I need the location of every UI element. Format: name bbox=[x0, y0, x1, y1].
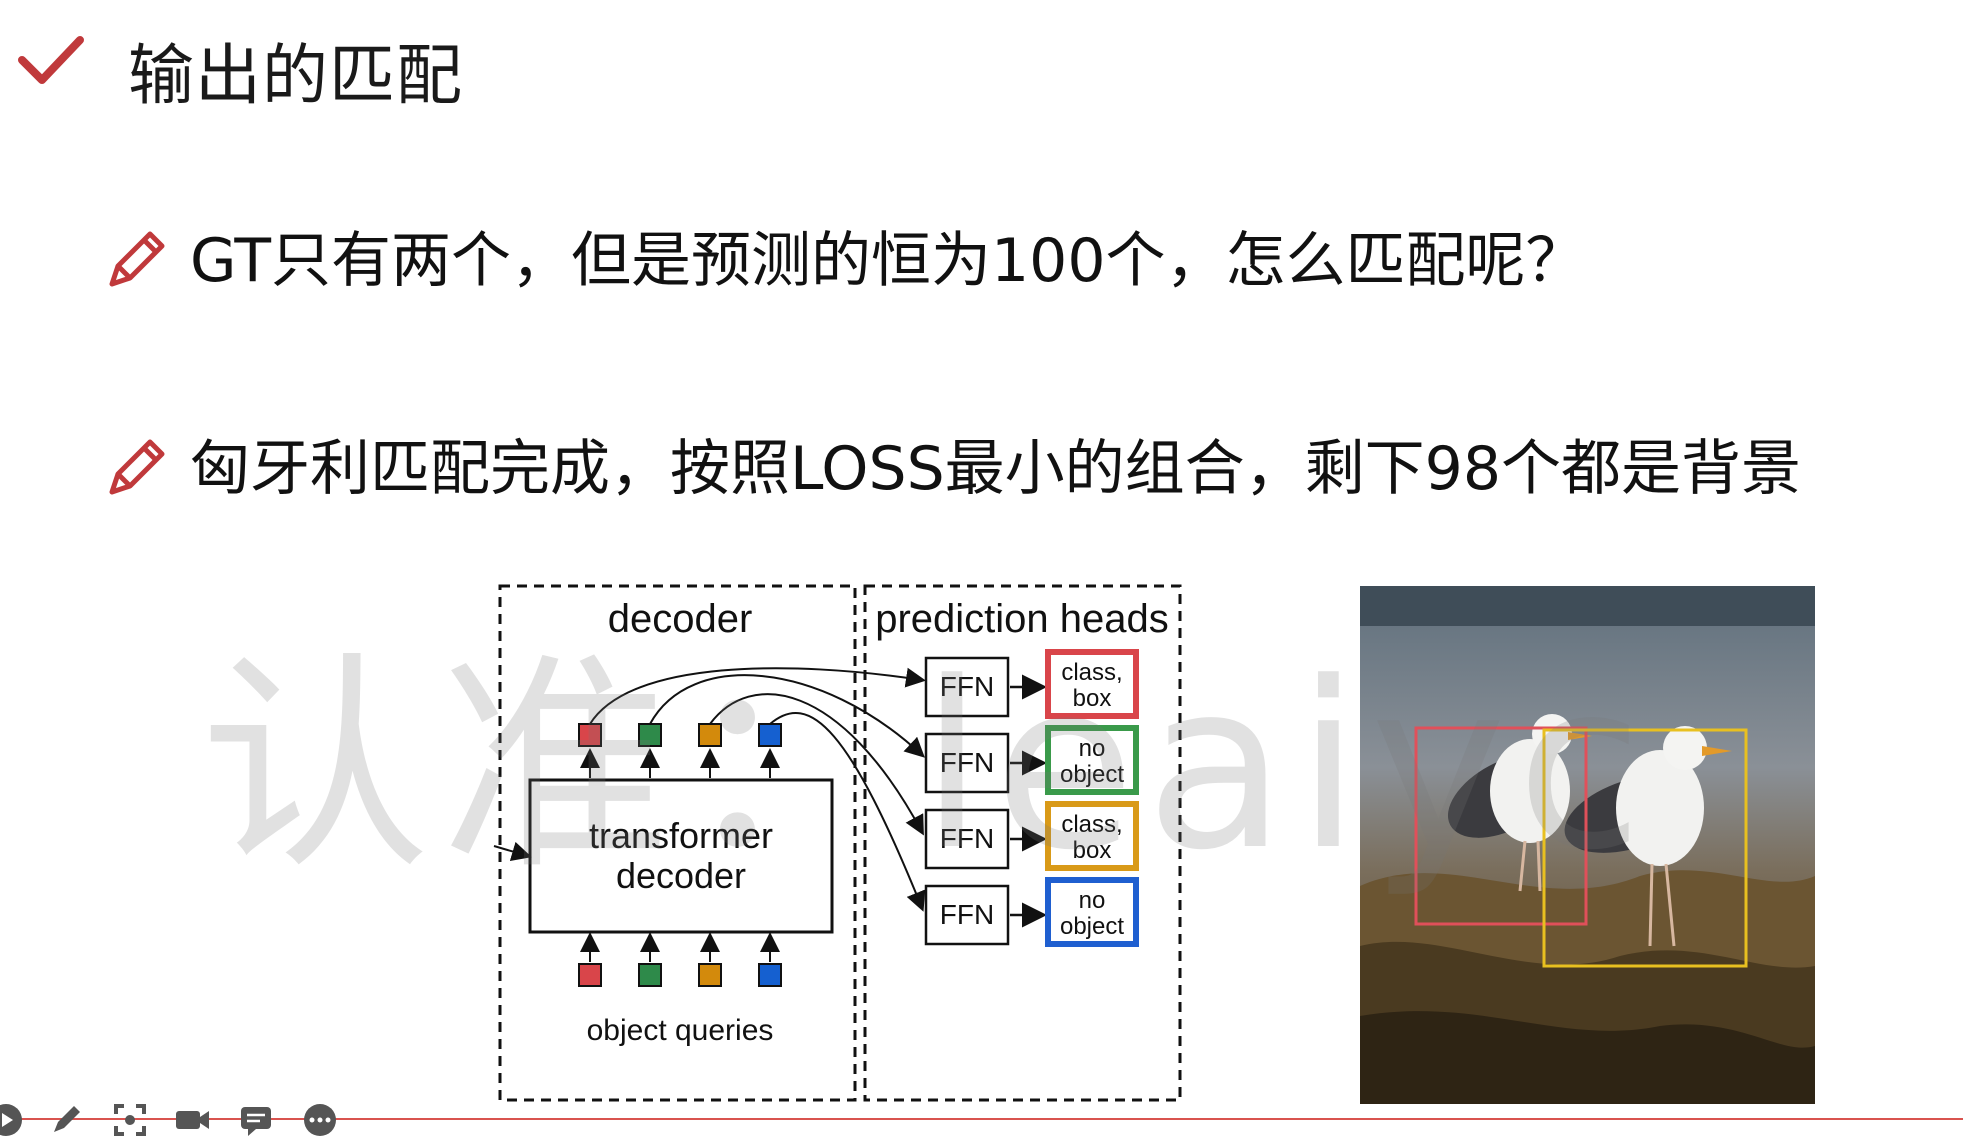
object-queries-label: object queries bbox=[587, 1014, 774, 1047]
input-arrow bbox=[493, 841, 532, 862]
transformer-label: transformer bbox=[589, 815, 773, 856]
query-token-orange bbox=[698, 963, 722, 987]
bullet-text-2: 匈牙利匹配完成，按照LOSS最小的组合，剩下98个都是背景 bbox=[190, 434, 1802, 504]
detection-box-yellow bbox=[1542, 728, 1748, 968]
output-box-4 bbox=[1045, 877, 1139, 947]
camera-icon[interactable] bbox=[172, 1100, 212, 1140]
output-box-3 bbox=[1045, 801, 1139, 871]
more-icon[interactable] bbox=[300, 1100, 340, 1140]
bullet-text-1: GT只有两个，但是预测的恒为100个，怎么匹配呢？ bbox=[190, 226, 1586, 296]
ffn-label-1: FFN bbox=[940, 671, 994, 702]
seagull-left bbox=[1447, 714, 1592, 892]
output-2-line1: no bbox=[1079, 735, 1106, 762]
output-3-line1: class, bbox=[1061, 811, 1122, 838]
presentation-toolbar bbox=[0, 1100, 360, 1140]
ffn-label-4: FFN bbox=[940, 899, 994, 930]
query-token-green bbox=[638, 963, 662, 987]
output-3-line2: box bbox=[1073, 837, 1112, 864]
ffn-box-2 bbox=[924, 732, 1010, 794]
detr-diagram: decoder prediction heads transformer dec… bbox=[493, 584, 1182, 1102]
pencil-icon bbox=[109, 439, 165, 495]
output-token-green bbox=[638, 723, 662, 747]
output-4-line1: no bbox=[1079, 887, 1106, 914]
output-4-line2: object bbox=[1060, 913, 1124, 940]
output-1-line1: class, bbox=[1061, 659, 1122, 686]
transformer-label-2: decoder bbox=[616, 855, 746, 896]
seagull-photo bbox=[1360, 586, 1815, 1104]
seagull-right bbox=[1564, 726, 1732, 947]
pencil-icon bbox=[109, 231, 165, 287]
output-2-line2: object bbox=[1060, 761, 1124, 788]
query-token-red bbox=[578, 963, 602, 987]
ffn-output-arrows bbox=[1010, 674, 1047, 928]
ffn-column: FFN FFN FFN FFN bbox=[924, 656, 1010, 946]
output-boxes: class, box no object class, box no objec… bbox=[1045, 649, 1139, 947]
output-box-2 bbox=[1045, 725, 1139, 795]
screenshot-icon[interactable] bbox=[110, 1100, 150, 1140]
object-query-tokens bbox=[578, 932, 782, 987]
connections bbox=[589, 667, 926, 912]
decoder-frame bbox=[498, 584, 857, 1102]
prediction-heads-label: prediction heads bbox=[875, 597, 1169, 641]
ffn-box-4 bbox=[924, 884, 1010, 946]
comment-icon[interactable] bbox=[236, 1100, 276, 1140]
output-token-red bbox=[578, 723, 602, 747]
query-token-blue bbox=[758, 963, 782, 987]
checkmark-icon bbox=[18, 36, 84, 84]
ffn-box-1 bbox=[924, 656, 1010, 718]
prediction-heads-frame bbox=[863, 584, 1182, 1102]
play-icon[interactable] bbox=[0, 1100, 26, 1140]
decoder-label: decoder bbox=[608, 597, 753, 641]
output-token-blue bbox=[758, 723, 782, 747]
output-token-orange bbox=[698, 723, 722, 747]
ffn-label-2: FFN bbox=[940, 747, 994, 778]
slide-title: 输出的匹配 bbox=[128, 37, 463, 114]
toolbar-divider bbox=[0, 1118, 1963, 1120]
output-1-line2: box bbox=[1073, 685, 1112, 712]
ffn-label-3: FFN bbox=[940, 823, 994, 854]
detection-box-red bbox=[1414, 726, 1588, 926]
output-box-1 bbox=[1045, 649, 1139, 719]
ffn-box-3 bbox=[924, 808, 1010, 870]
pen-icon[interactable] bbox=[46, 1100, 86, 1140]
output-tokens bbox=[578, 723, 782, 778]
